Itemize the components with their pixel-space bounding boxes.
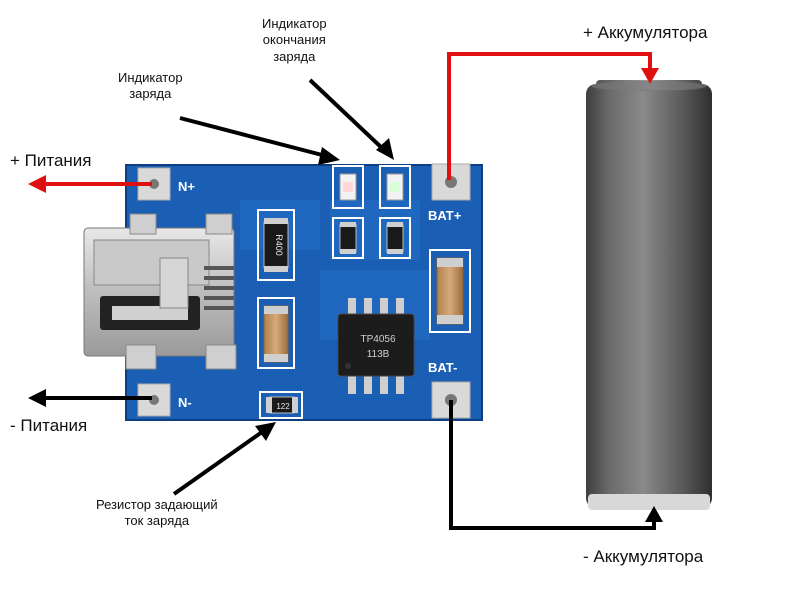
capacitor-left <box>257 297 295 369</box>
arrow-charge-indicator <box>179 116 340 165</box>
wire-negative <box>449 400 663 530</box>
label-power-minus: - Питания <box>10 416 88 435</box>
wire-positive <box>447 52 659 180</box>
led-charge-end <box>379 165 411 209</box>
chip-marking-line2: 113B <box>367 349 390 360</box>
tp4056-chip: TP4056 113B <box>337 298 415 394</box>
battery-18650 <box>586 80 712 510</box>
arrow-head-battery-plus <box>641 68 659 84</box>
r400-marking: R400 <box>274 234 284 256</box>
led-resistor-1 <box>332 217 364 259</box>
pad-n-minus <box>137 383 171 417</box>
arrow-power-plus <box>28 175 152 193</box>
pad-label-bat-minus: BAT- <box>428 360 457 375</box>
pad-label-n-minus: N- <box>178 395 192 410</box>
resistor-r400: R400 <box>257 209 295 281</box>
led-resistor-2 <box>379 217 411 259</box>
resistor-122-marking: 122 <box>276 402 290 411</box>
arrow-power-minus <box>28 389 152 407</box>
pad-label-bat-plus: BAT+ <box>428 208 462 223</box>
chip-marking-line1: TP4056 <box>360 334 395 345</box>
label-battery-plus: + Аккумулятора <box>583 23 708 42</box>
arrow-head-battery-minus <box>645 506 663 522</box>
label-battery-minus: - Аккумулятора <box>583 547 704 566</box>
arrow-charge-end-indicator <box>308 78 394 160</box>
label-charge-indicator: Индикатор заряда <box>118 70 183 102</box>
led-charge <box>332 165 364 209</box>
arrow-charge-resistor <box>172 422 276 496</box>
charger-board: R400 <box>83 163 483 421</box>
label-charge-end-indicator: Индикатор окончания заряда <box>262 16 327 64</box>
micro-usb-connector <box>83 213 237 370</box>
label-charge-resistor: Резистор задающий ток заряда <box>96 497 218 529</box>
capacitor-right <box>429 249 471 333</box>
pad-label-n-plus: N+ <box>178 179 195 194</box>
label-power-plus: + Питания <box>10 151 92 170</box>
resistor-122: 122 <box>259 391 303 419</box>
